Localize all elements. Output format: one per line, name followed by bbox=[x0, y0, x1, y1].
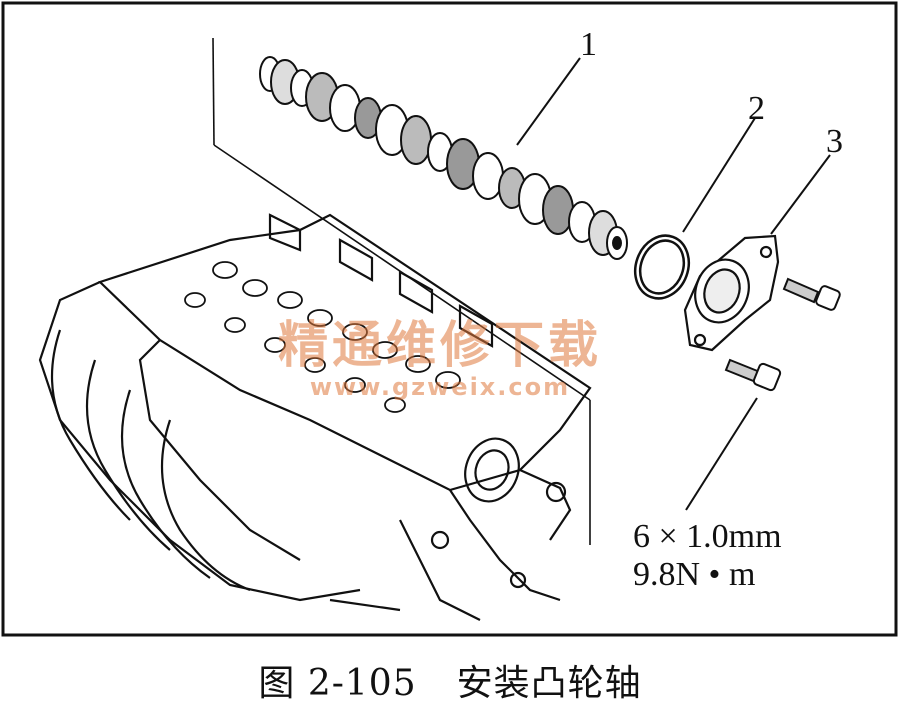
watermark-url: www.gzweix.com bbox=[309, 373, 571, 401]
callout-part-3: 3 bbox=[826, 123, 843, 160]
figure-title: 安装凸轮轴 bbox=[456, 663, 642, 704]
leader-lines bbox=[516, 57, 831, 511]
camshaft bbox=[259, 56, 628, 260]
end-cover bbox=[683, 234, 780, 352]
bolt-torque: 9.8N • m bbox=[633, 556, 756, 593]
watermark-text: 精通维修下载 bbox=[278, 316, 602, 374]
cylinder-head bbox=[38, 213, 592, 621]
figure-border bbox=[1, 1, 898, 637]
watermark: 精通维修下载 www.gzweix.com bbox=[278, 305, 602, 401]
figure-caption: 图 2-105 安装凸轮轴 bbox=[0, 654, 900, 706]
callout-part-1: 1 bbox=[580, 26, 597, 63]
bolt-upper bbox=[782, 277, 841, 311]
o-ring bbox=[633, 234, 691, 300]
callout-part-2: 2 bbox=[748, 90, 765, 127]
bolt-lower bbox=[724, 358, 782, 392]
bolt-size: 6 × 1.0mm bbox=[633, 518, 782, 555]
figure-number: 图 2-105 bbox=[258, 663, 417, 704]
bolt-spec: 6 × 1.0mm 9.8N • m bbox=[633, 518, 782, 594]
